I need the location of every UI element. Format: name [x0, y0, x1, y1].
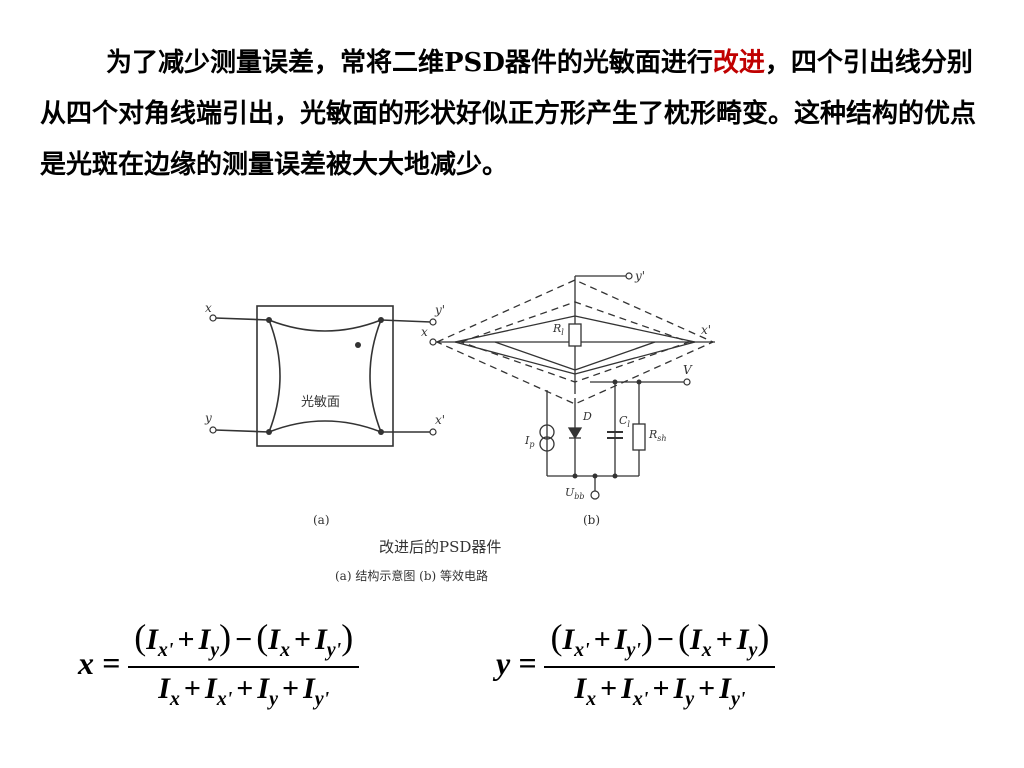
wire-right-top: [574, 315, 696, 343]
formula-x: x = (Ix'+Iy)−(Ix+Iy') Ix+Ix'+Iy+Iy': [78, 616, 360, 711]
label-ubb: Ubb: [565, 486, 585, 501]
label-diode: D: [582, 410, 592, 423]
terminal-V: [683, 378, 691, 386]
formula-y-numerator: (Ix'+Iy')−(Ix+Iy): [550, 617, 770, 661]
corner-node: [266, 317, 272, 323]
photosensitive-area: [267, 318, 383, 434]
terminal-y-prime-b: [625, 272, 633, 280]
junction-node: [592, 473, 598, 479]
formula-x-lhs: x =: [78, 645, 121, 681]
label-b-y-prime: y': [634, 270, 645, 283]
label-photosensitive-area: 光敏面: [301, 395, 340, 410]
junction-node: [572, 473, 578, 479]
label-a-x: x: [205, 301, 212, 315]
formula-x-numerator: (Ix'+Iy)−(Ix+Iy'): [134, 617, 354, 661]
corner-node: [378, 317, 384, 323]
psd-figure: x y' y x' 光敏面 (a): [195, 269, 723, 604]
paragraph-highlight: 改进: [712, 48, 765, 78]
figure-caption: 改进后的PSD器件: [379, 538, 501, 556]
body-paragraph: 为了减少测量误差，常将二维PSD器件的光敏面进行改进，四个引出线分别从四个对角线…: [40, 38, 990, 191]
label-b-V: V: [683, 363, 693, 377]
terminal-x: [209, 314, 217, 322]
wire-inner: [494, 341, 576, 371]
psd-diagram: x y' y x' 光敏面 (a): [204, 269, 723, 583]
psd-outer-square: [256, 305, 394, 447]
lead-x: [214, 317, 270, 321]
resistor-rsh: [632, 423, 646, 451]
label-b-x: x: [421, 325, 428, 339]
lead-y-prime: [380, 319, 432, 323]
label-capacitor: Cl: [619, 414, 630, 429]
formula-y-fraction: (Ix'+Iy')−(Ix+Iy) Ix+Ix'+Iy+Iy': [544, 616, 776, 711]
light-spot: [355, 342, 361, 348]
terminal-y: [209, 426, 217, 434]
diagram-a-structure: [214, 305, 432, 447]
junction-node: [612, 379, 618, 385]
figure-subcaption: (a) 结构示意图 (b) 等效电路: [335, 568, 488, 583]
diagram-b-equivalent-circuit: [435, 275, 717, 492]
wire-inner: [574, 341, 656, 371]
label-rsh: Rsh: [648, 428, 667, 443]
terminal-y-prime: [429, 318, 437, 326]
corner-node: [266, 429, 272, 435]
formula-y-fraction-bar: [544, 666, 776, 668]
junction-node: [636, 379, 642, 385]
wire-left-bottom: [454, 341, 576, 375]
terminal-x-prime: [429, 428, 437, 436]
formula-y: y = (Ix'+Iy')−(Ix+Iy) Ix+Ix'+Iy+Iy': [496, 616, 776, 711]
formula-x-denominator: Ix+Ix'+Iy+Iy': [158, 672, 330, 710]
label-a-y: y: [204, 411, 212, 425]
label-b-x-prime: x': [701, 323, 711, 337]
terminal-x-b: [429, 338, 437, 346]
formula-x-fraction-bar: [128, 666, 360, 668]
label-sub-a: (a): [313, 513, 330, 527]
resistor-rl: [568, 323, 582, 347]
diode-d: [567, 427, 583, 440]
label-sub-b: (b): [583, 513, 600, 527]
formula-y-denominator: Ix+Ix'+Iy+Iy': [574, 672, 746, 710]
formula-y-lhs: y =: [496, 645, 537, 681]
label-a-y-prime: y': [434, 303, 445, 317]
label-a-x-prime: x': [435, 413, 445, 427]
paragraph-text-2: ，四个引出线分别从四个对角线端引出，光敏面的形状好似正方形产生了枕形畸变。这种结…: [40, 48, 977, 180]
wire-right-bottom: [574, 341, 696, 375]
corner-node: [378, 429, 384, 435]
label-rl: Rl: [552, 322, 564, 337]
current-source-top: [539, 424, 555, 440]
formula-x-fraction: (Ix'+Iy)−(Ix+Iy') Ix+Ix'+Iy+Iy': [128, 616, 360, 711]
lead-y: [214, 429, 270, 433]
wire-left-top: [454, 315, 576, 343]
label-current-source: Ip: [524, 434, 534, 449]
junction-node: [612, 473, 618, 479]
current-source-bottom: [539, 436, 555, 452]
terminal-ubb: [590, 490, 600, 500]
paragraph-text-1: 为了减少测量误差，常将二维PSD器件的光敏面进行: [106, 48, 713, 78]
